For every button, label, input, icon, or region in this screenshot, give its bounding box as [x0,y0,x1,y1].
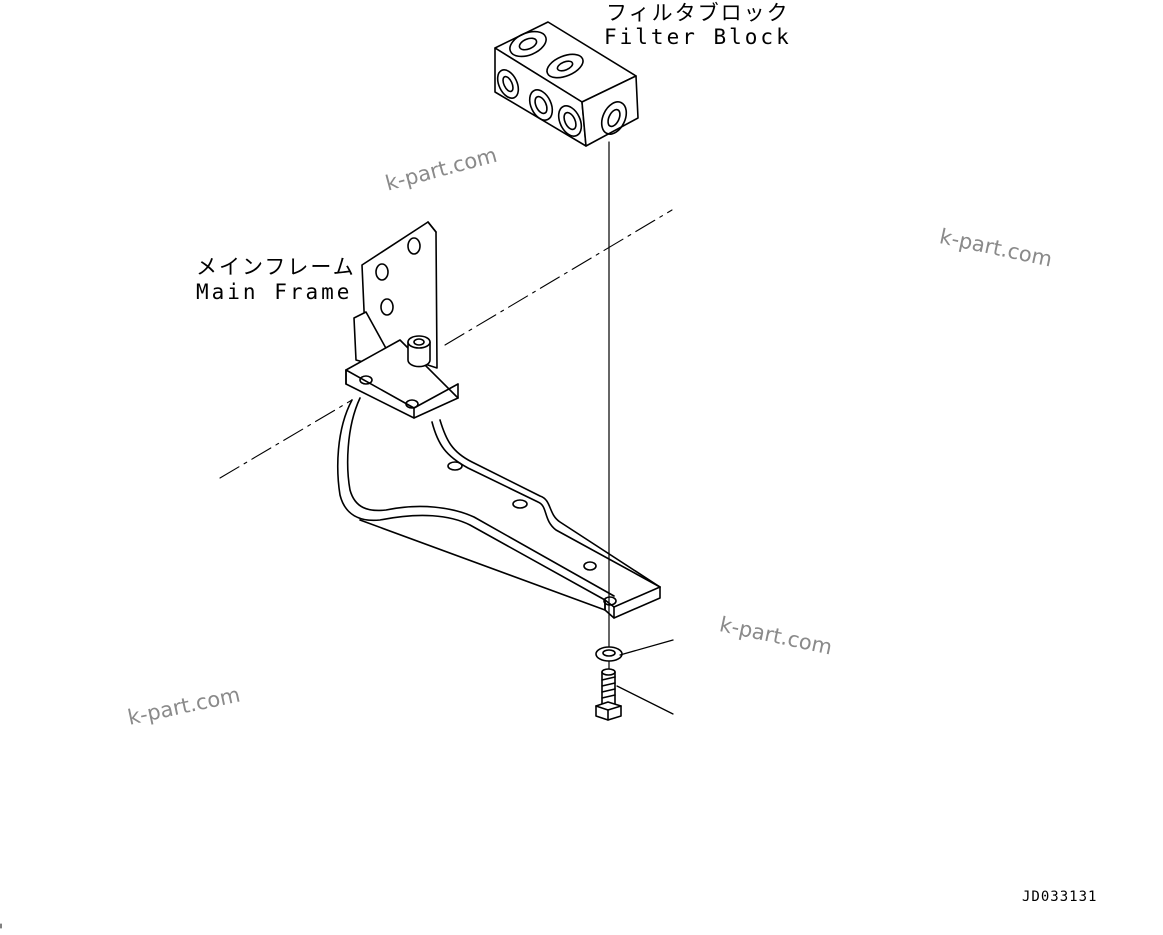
centerline-lower [219,399,353,479]
centerline-upper [444,209,673,346]
filter-block-label-jp: フィルタブロック [606,1,790,25]
bolt-part [595,668,674,721]
main-frame-label-jp: メインフレーム [196,255,356,279]
filter-block-part [494,21,639,147]
main-frame-bracket [337,221,661,619]
document-number: JD033131 [1022,889,1098,905]
filter-block-label-en: Filter Block [604,25,792,49]
main-frame-label-en: Main Frame [196,280,353,304]
washer-part [595,639,674,662]
